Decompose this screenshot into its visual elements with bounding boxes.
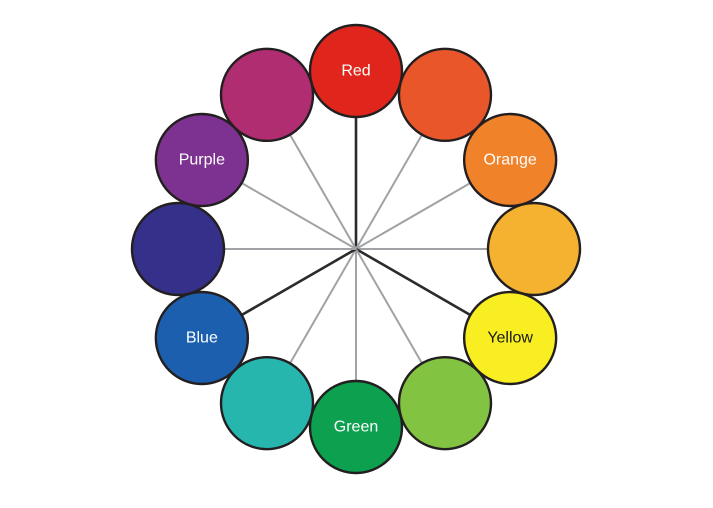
label-purple: Purple — [179, 152, 225, 169]
swatch-yellow-orange — [486, 201, 582, 297]
label-yellow: Yellow — [487, 330, 533, 347]
label-orange: Orange — [483, 152, 536, 169]
label-red: Red — [341, 63, 370, 80]
swatch-orange — [462, 112, 558, 208]
swatch-blue-green — [219, 355, 315, 451]
swatch-blue — [154, 290, 250, 386]
swatch-red-orange — [397, 47, 493, 143]
label-green: Green — [334, 419, 378, 436]
swatch-green — [308, 379, 404, 475]
label-blue: Blue — [186, 330, 218, 347]
swatch-blue-purple — [130, 201, 226, 297]
swatch-red-purple — [219, 47, 315, 143]
swatch-red — [308, 23, 404, 119]
swatch-purple — [154, 112, 250, 208]
swatch-yellow-green — [397, 355, 493, 451]
swatch-yellow — [462, 290, 558, 386]
